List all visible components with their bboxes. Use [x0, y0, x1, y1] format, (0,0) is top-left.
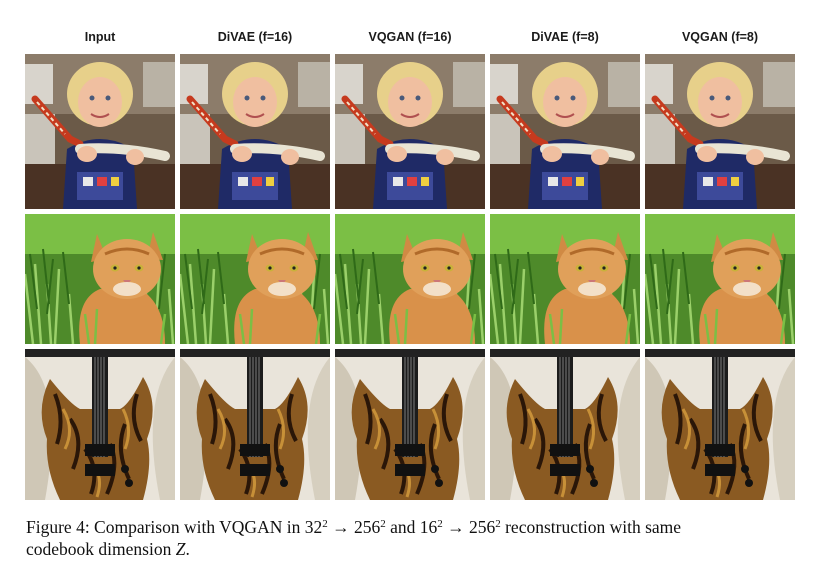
wooden-electric-guitar-photo-reconstruction-3: [490, 349, 640, 500]
child-holding-crab-leg-photo-reconstruction-3: [490, 54, 640, 209]
figure-caption: Figure 4: Comparison with VQGAN in 322 →…: [26, 517, 682, 559]
orange-cat-in-grass-photo-reconstruction-3: [490, 214, 640, 344]
column-title-divae-f8: DiVAE (f=8): [531, 30, 599, 44]
child-holding-crab-leg-photo-reconstruction-4: [645, 54, 795, 209]
orange-cat-in-grass-photo-reconstruction-1: [180, 214, 330, 344]
column-title-input: Input: [84, 30, 116, 44]
child-holding-crab-leg-photo-input: [25, 54, 175, 209]
orange-cat-in-grass-photo-input: [25, 214, 175, 344]
wooden-electric-guitar-photo-reconstruction-4: [645, 349, 795, 500]
wooden-electric-guitar-photo-reconstruction-2: [335, 349, 485, 500]
column-title-vqgan-f16: VQGAN (f=16): [368, 30, 452, 44]
orange-cat-in-grass-photo-reconstruction-4: [645, 214, 795, 344]
column-title-divae-f16: DiVAE (f=16): [217, 30, 293, 44]
wooden-electric-guitar-photo-reconstruction-1: [180, 349, 330, 500]
wooden-electric-guitar-photo-input: [25, 349, 175, 500]
column-title-vqgan-f8: VQGAN (f=8): [681, 30, 759, 44]
child-holding-crab-leg-photo-reconstruction-2: [335, 54, 485, 209]
orange-cat-in-grass-photo-reconstruction-2: [335, 214, 485, 344]
child-holding-crab-leg-photo-reconstruction-1: [180, 54, 330, 209]
